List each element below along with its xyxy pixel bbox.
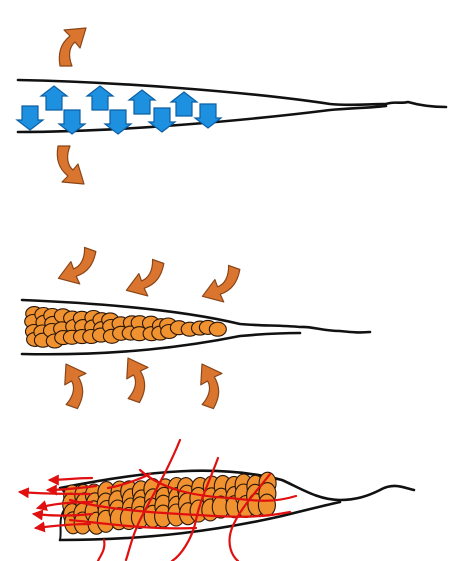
pressure-arrows <box>17 86 221 134</box>
particle-icon <box>209 322 226 336</box>
down-arrow-icon <box>17 106 43 130</box>
curved-arrow-icon <box>189 364 227 409</box>
crack-outline <box>18 80 446 107</box>
down-arrow-icon <box>149 108 175 132</box>
panel-branching-fractures <box>20 440 414 561</box>
curved-arrow-icon <box>126 255 164 300</box>
particles <box>25 307 227 348</box>
arrowhead-icon <box>50 478 92 480</box>
branching-crack-icon <box>98 540 104 561</box>
panel-particle-packing <box>22 243 370 409</box>
up-arrow-icon <box>87 86 113 110</box>
panel-fluid-pressure <box>17 28 446 184</box>
curved-arrow-icon <box>53 364 91 409</box>
up-arrow-icon <box>129 90 155 114</box>
curved-arrow-icon <box>59 28 86 66</box>
curved-arrow-icon <box>58 243 96 288</box>
curved-arrow-icon <box>57 146 84 184</box>
particle-icon <box>258 494 275 516</box>
up-arrow-icon <box>41 86 67 110</box>
curved-arrow-icon <box>202 261 240 306</box>
curved-arrow-icon <box>115 358 153 403</box>
up-arrow-icon <box>171 92 197 116</box>
